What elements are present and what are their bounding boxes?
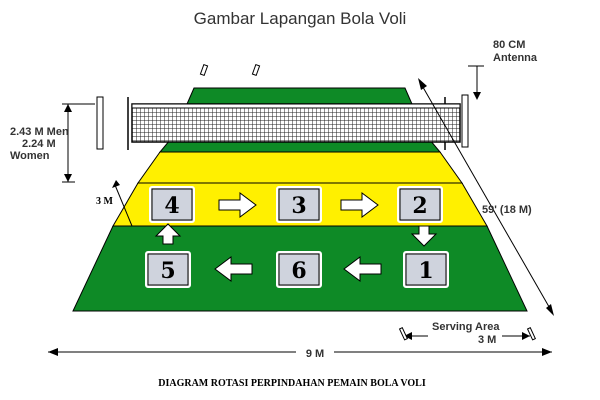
position-label: 4: [164, 193, 179, 219]
antenna-marker-right: [251, 63, 261, 77]
attack-zone-far: [137, 151, 463, 184]
attack-zone-label: 3 M: [96, 196, 114, 207]
court-length-line: [419, 81, 553, 313]
far-court: [186, 87, 413, 105]
position-label: 6: [291, 258, 306, 284]
women-height-label: 2.24 M: [22, 138, 56, 150]
antenna-arrow-head: [473, 92, 481, 100]
court-length-arrow-bottom: [546, 304, 554, 316]
position-label: 5: [160, 258, 175, 284]
attack-zone-dim-line: [114, 184, 133, 227]
court-width-label-bg: [296, 342, 334, 360]
court-length-label: 59' (18 M): [482, 204, 532, 216]
position-box-5: 5: [145, 251, 191, 288]
net-height-arrow-top: [64, 104, 72, 112]
attack-zone-dim-arrow: [112, 180, 120, 188]
position-box-2: 2: [397, 186, 443, 223]
arrow-1-to-6: [343, 256, 382, 282]
serving-area-size: 3 M: [478, 334, 496, 346]
position-box-3: 3: [276, 186, 322, 223]
position-box-4: 4: [149, 186, 195, 223]
position-box-1: 1: [403, 251, 449, 288]
antenna-marker-left: [199, 63, 209, 77]
arrow-3-to-2: [340, 192, 379, 218]
left-net-post: [96, 96, 104, 150]
net: [131, 103, 461, 143]
arrow-6-to-5: [214, 256, 253, 282]
diagram-title: Gambar Lapangan Bola Voli: [194, 9, 407, 28]
serving-marker-right: [526, 327, 537, 341]
antenna-label: Antenna: [493, 52, 538, 64]
right-net-post: [461, 94, 469, 148]
arrow-5-to-4: [154, 223, 182, 245]
position-label: 2: [412, 193, 427, 219]
net-height-arrow-bottom: [64, 174, 72, 182]
court-width-arrow-left: [48, 348, 58, 356]
serving-area-label: Serving Area: [432, 321, 500, 333]
position-label: 1: [418, 258, 433, 284]
women-label: Women: [10, 150, 50, 162]
serving-marker-left: [398, 327, 409, 341]
antenna-size-label: 80 CM: [493, 39, 525, 51]
diagram-caption: DIAGRAM ROTASI PERPINDAHAN PEMAIN BOLA V…: [158, 378, 426, 389]
serving-area-arrow-left: [404, 332, 412, 340]
men-height-label: 2.43 M Men: [10, 126, 69, 138]
serving-area-arrow-right: [522, 332, 530, 340]
arrow-4-to-3: [218, 192, 257, 218]
court-width-label: 9 M: [306, 348, 324, 360]
net-top-band: [131, 103, 461, 109]
position-label: 3: [291, 193, 306, 219]
court-length-arrow-top: [418, 78, 427, 90]
court-width-arrow-right: [542, 348, 552, 356]
arrow-2-to-1: [410, 225, 438, 247]
position-box-6: 6: [276, 251, 322, 288]
